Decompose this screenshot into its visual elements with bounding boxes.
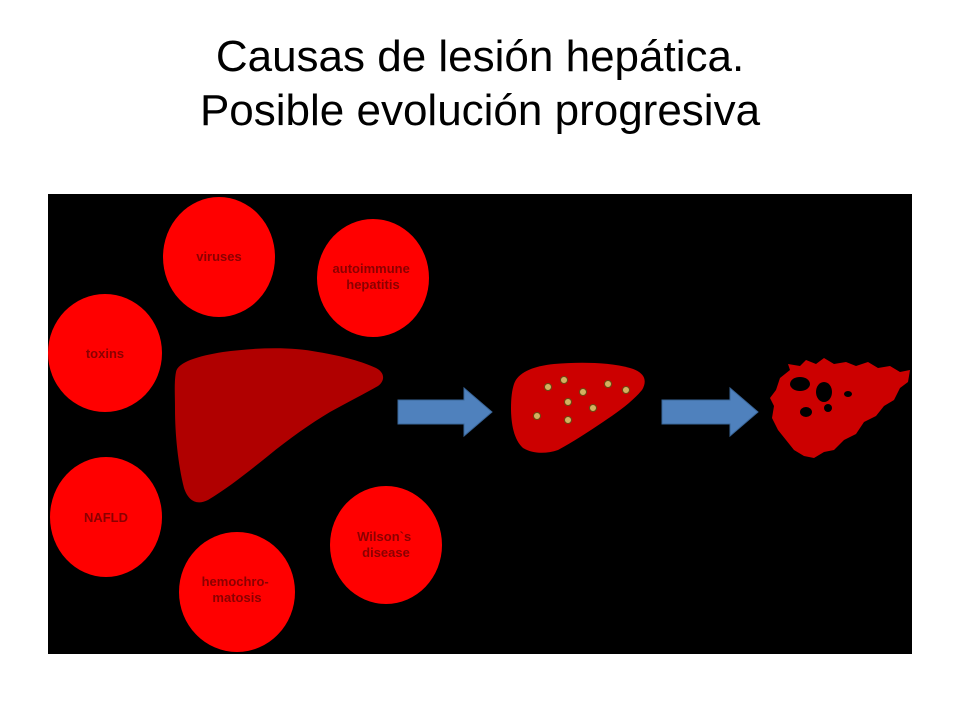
arrow-right-icon [661,386,759,438]
cause-circle [317,219,429,337]
cause-toxins: toxins [48,294,162,412]
cause-autoimmune-hepatitis: autoimmune hepatitis [317,219,429,337]
nodule [604,380,612,388]
title-line-1: Causas de lesión hepática. [215,32,745,81]
nodule [564,416,572,424]
scar-hole [800,407,812,417]
diagram-canvas: viruses autoimmune hepatitis toxins NAFL… [48,194,912,654]
cause-hemochromatosis: hemochro- matosis [179,532,295,652]
liver-nodules [533,376,630,424]
nodule [564,398,572,406]
cause-wilsons-disease: Wilson`s disease [330,486,442,604]
slide-title: Causas de lesión hepática. Posible evolu… [0,30,960,138]
cirrhosis-holes [790,377,852,417]
cause-nafld: NAFLD [50,457,162,577]
scar-hole [816,382,832,402]
cause-circle [179,532,295,652]
cause-label-viruses: viruses [196,249,242,264]
cause-circle [330,486,442,604]
liver-injury-diagram: viruses autoimmune hepatitis toxins NAFL… [48,194,912,654]
cause-viruses: viruses [163,197,275,317]
title-line-2: Posible evolución progresiva [199,86,761,135]
nodule [544,383,552,391]
arrow-right-icon [397,386,493,438]
scar-hole [844,391,852,397]
cause-label-wilson: Wilson`s disease [357,529,415,560]
cause-circle [163,197,275,317]
cause-label-toxins: toxins [86,346,124,361]
cause-label-hemochromatosis: hemochro- matosis [202,574,273,605]
scar-hole [824,404,832,412]
nodule [579,388,587,396]
nodule [589,404,597,412]
nodule [560,376,568,384]
nodule [622,386,630,394]
nodule [533,412,541,420]
healthy-liver [174,348,384,503]
cause-circle [50,457,162,577]
cause-label-autoimmune: autoimmune hepatitis [333,261,414,292]
scar-hole [790,377,810,391]
cause-circle [48,294,162,412]
cause-label-nafld: NAFLD [84,510,128,525]
